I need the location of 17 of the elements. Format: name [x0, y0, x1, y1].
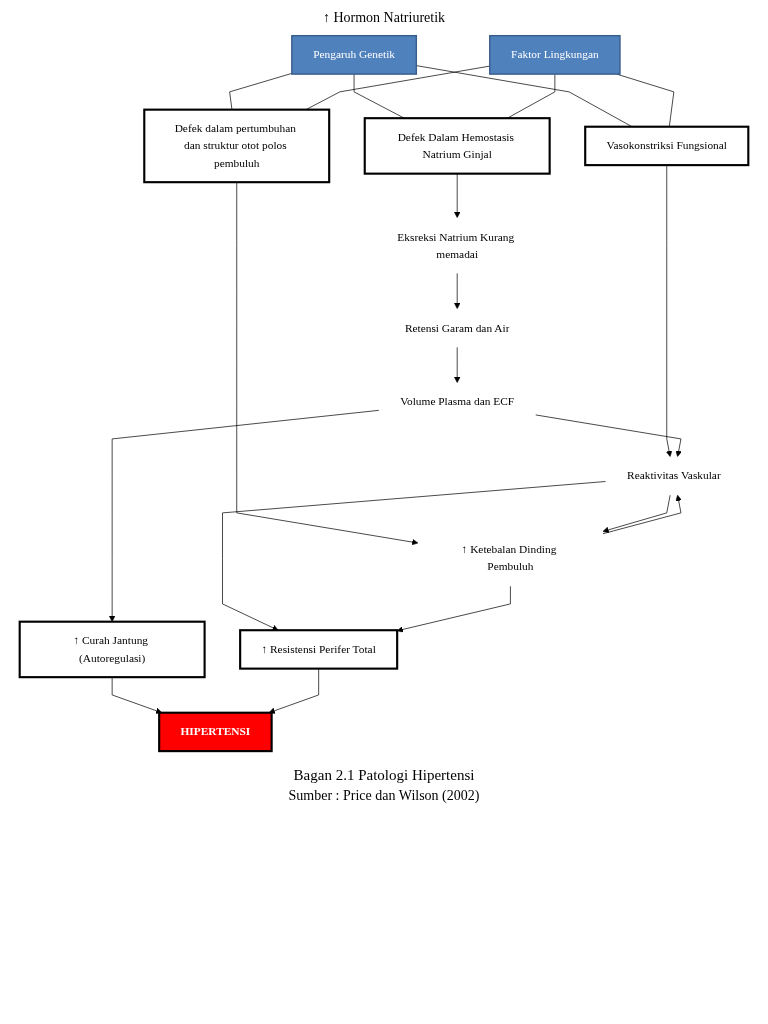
- note-text: ↑ Hormon Natriuretik: [321, 10, 447, 26]
- node-box: ↑ Curah Jantung (Autoregulasi): [18, 620, 206, 679]
- node-box: Defek Dalam Hemostasis Natrium Ginjal: [363, 117, 551, 175]
- node-box: Vasokonstriksi Fungsional: [584, 125, 750, 167]
- source-note: Sumber : Price dan Wilson (2002): [287, 787, 481, 804]
- node-box: HIPERTENSI: [158, 711, 273, 753]
- node-box: Defek dalam pertumbuhan dan struktur otot polos pembuluh: [143, 108, 331, 184]
- figure-caption: Bagan 2.1 Patologi Hipertensi: [292, 766, 476, 784]
- node-text: Eksreksi Natrium Kurang memadai: [397, 230, 515, 260]
- node-box: ↑ Resistensi Perifer Total: [239, 629, 399, 670]
- node-text: Retensi Garam dan Air: [404, 321, 510, 334]
- node-text: ↑ Ketebalan Dinding Pembuluh: [461, 543, 557, 573]
- node-box: Pengaruh Genetik: [291, 35, 418, 75]
- connector: [229, 73, 293, 110]
- node-box: Faktor Lingkungan: [489, 35, 621, 75]
- node-text: Reaktivitas Vaskular: [627, 469, 721, 482]
- node-text: Volume Plasma dan ECF: [400, 395, 515, 408]
